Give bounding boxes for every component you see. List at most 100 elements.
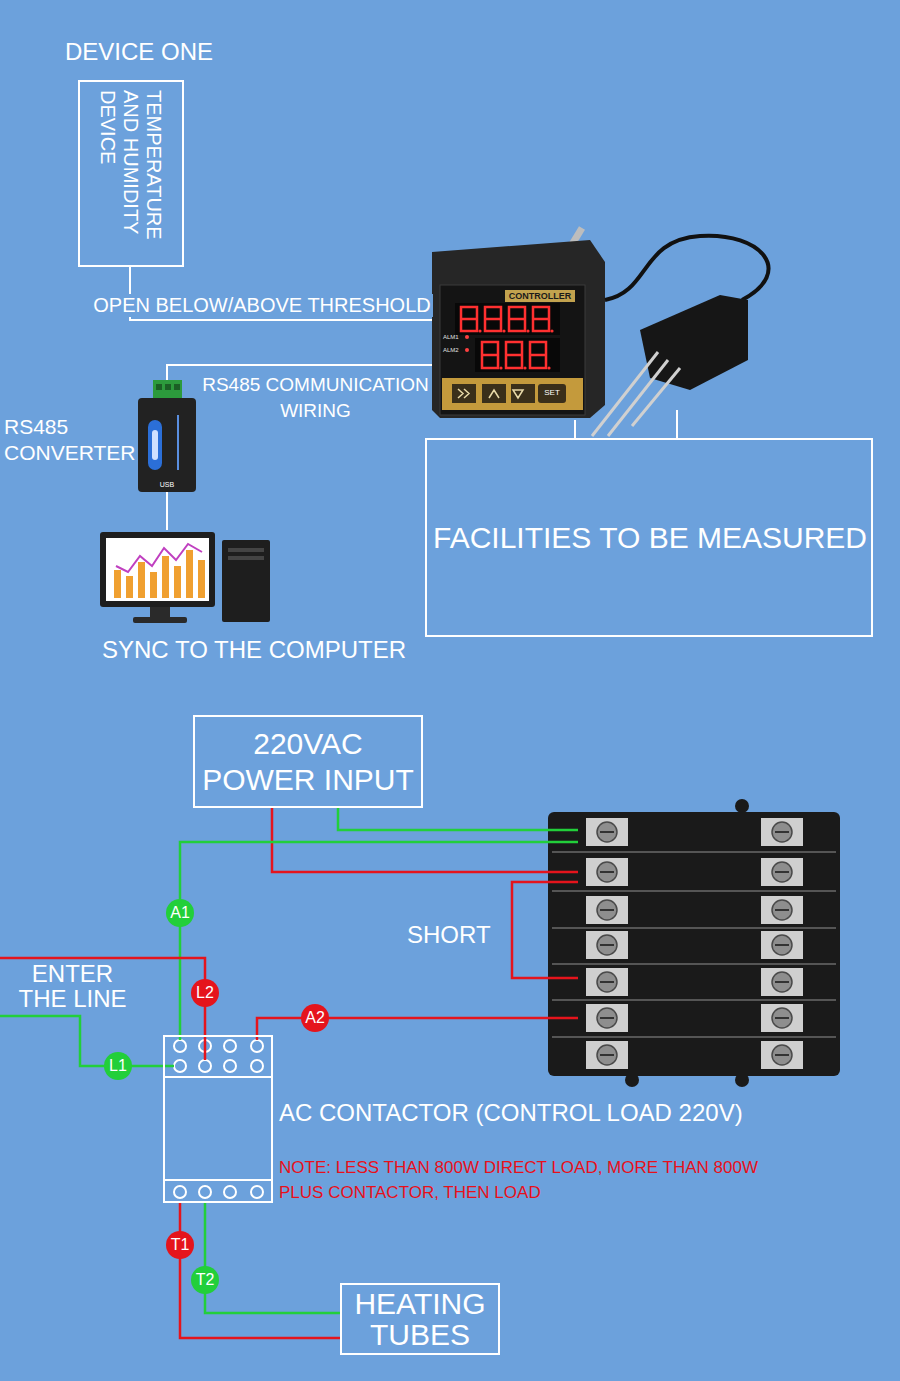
controller-drawing xyxy=(547,366,550,369)
signal-label: RS485 COMMUNICATION WIRING xyxy=(199,372,432,423)
computer-drawing xyxy=(133,617,187,623)
soil-probe-drawing xyxy=(676,410,678,438)
converter-drawing xyxy=(138,380,196,492)
device-box: DEVICE ONETEMPERATURE AND HUMIDITY DEVIC… xyxy=(78,80,184,267)
power-input-box: 220VAC POWER INPUT xyxy=(193,715,423,808)
converter-drawing xyxy=(174,384,180,390)
contactor-drawing xyxy=(165,1040,271,1198)
wiring xyxy=(338,808,578,830)
facilities-box: FACILITIES TO BE MEASURED xyxy=(425,438,873,637)
terminal-badge: T2 xyxy=(191,1266,219,1294)
line-input-label: ENTER THE LINE xyxy=(10,961,135,1011)
controller-drawing xyxy=(526,329,529,332)
wiring xyxy=(180,842,578,1040)
soil-probe-drawing xyxy=(632,368,680,426)
device-label: TEMPERATURE AND HUMIDITY DEVICE xyxy=(80,82,182,265)
controller-drawing xyxy=(458,389,523,398)
terminal-block-drawing xyxy=(552,927,836,929)
computer-caption: SYNC TO THE COMPUTER xyxy=(102,636,406,664)
port-label: USB xyxy=(155,480,179,489)
terminal-block-drawing xyxy=(552,890,836,892)
controller-drawing xyxy=(482,384,506,403)
controller-drawing xyxy=(432,240,605,418)
connector xyxy=(574,420,576,438)
computer-drawing xyxy=(186,550,193,598)
computer-drawing xyxy=(114,570,121,598)
button-label: SET xyxy=(538,388,566,398)
terminal-block-drawing xyxy=(597,822,792,1065)
converter-drawing xyxy=(138,398,196,492)
computer-drawing xyxy=(150,607,170,618)
indicator-label: ALM1 xyxy=(443,333,459,341)
controller-drawing xyxy=(505,290,575,302)
indicator-label: ALM2 xyxy=(443,346,459,354)
wiring xyxy=(272,808,578,872)
wiring xyxy=(0,808,578,1066)
converter-drawing xyxy=(153,380,182,400)
facilities-label: FACILITIES TO BE MEASURED xyxy=(427,521,871,555)
controller-drawing xyxy=(461,307,549,331)
terminal-badge: L2 xyxy=(191,979,219,1007)
device-heading: DEVICE ONE xyxy=(65,38,213,66)
heating-tubes-box: HEATING TUBES xyxy=(340,1283,500,1355)
terminal-badge: L1 xyxy=(104,1052,132,1080)
computer-drawing xyxy=(222,540,270,622)
terminal-badge: A1 xyxy=(166,899,194,927)
contactor-drawing xyxy=(174,1186,186,1198)
controller-drawing xyxy=(432,228,605,418)
connector xyxy=(180,1203,340,1338)
connector xyxy=(166,492,168,530)
contactor-drawing xyxy=(199,1186,211,1198)
terminal-block-drawing xyxy=(552,1036,836,1038)
contactor-drawing xyxy=(165,1179,271,1181)
terminal-block-drawing xyxy=(548,799,840,1087)
soil-probe-drawing xyxy=(592,352,658,436)
controller-drawing xyxy=(442,378,583,410)
contactor-drawing xyxy=(251,1186,263,1198)
controller-drawing xyxy=(502,329,505,332)
computer-drawing xyxy=(228,556,264,560)
contactor-drawing xyxy=(224,1060,236,1072)
terminal-block-drawing xyxy=(552,851,836,853)
contactor-drawing xyxy=(174,1040,186,1052)
controller-drawing xyxy=(482,342,546,368)
controller-drawing xyxy=(465,335,469,339)
connector xyxy=(205,1203,340,1313)
contactor-drawing xyxy=(174,1040,263,1198)
controller-drawing xyxy=(538,384,566,403)
controller-drawing xyxy=(465,348,469,352)
computer-drawing xyxy=(138,562,145,598)
contactor-drawing xyxy=(199,1060,211,1072)
wiring xyxy=(0,1016,174,1066)
converter-drawing xyxy=(148,420,162,470)
controller-unit: CONTROLLER xyxy=(432,240,607,420)
computer-drawing xyxy=(100,532,215,607)
heating-tubes-label: HEATING TUBES xyxy=(342,1288,498,1351)
converter-drawing xyxy=(177,415,179,470)
controller-drawing xyxy=(523,366,526,369)
wiring xyxy=(0,958,205,1060)
computer: SYNC TO THE COMPUTER xyxy=(100,530,272,626)
terminal-badge: A2 xyxy=(301,1004,329,1032)
terminal-block-drawing xyxy=(552,963,836,965)
terminal-block-drawing xyxy=(552,999,836,1001)
soil-probe-drawing xyxy=(608,360,668,436)
computer-drawing xyxy=(100,532,270,623)
terminal-block-drawing xyxy=(548,812,840,1076)
computer-drawing xyxy=(174,566,181,598)
ac-contactor: AC CONTACTOR (CONTROL LOAD 220V) xyxy=(163,1035,273,1203)
computer-drawing xyxy=(162,556,169,598)
contactor-drawing xyxy=(224,1186,236,1198)
note-text: NOTE: LESS THAN 800W DIRECT LOAD, MORE T… xyxy=(279,1156,794,1205)
terminal-block-drawing xyxy=(600,832,789,1055)
short-label: SHORT xyxy=(407,921,491,949)
controller-drawing xyxy=(499,366,502,369)
controller-drawing xyxy=(478,329,481,332)
soil-probe-drawing xyxy=(592,236,768,438)
contactor-drawing xyxy=(251,1040,263,1052)
computer-drawing xyxy=(106,538,209,601)
computer-drawing xyxy=(126,576,133,598)
terminal-badge: T1 xyxy=(166,1231,194,1259)
contactor-drawing xyxy=(165,1076,271,1078)
controller-brand: CONTROLLER xyxy=(505,290,575,302)
